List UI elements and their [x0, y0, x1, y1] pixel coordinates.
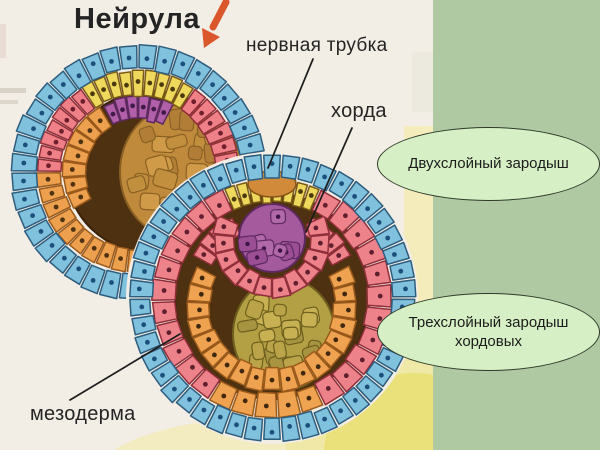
callout-two-layer-text: Двухслойный зародыш	[408, 155, 569, 173]
label-mesoderm: мезодерма	[30, 403, 136, 425]
diagram-panel: Нейрула нервная трубка хорда мезодерма	[0, 0, 433, 450]
callout-three-layer-text: Трехслойный зародыш хордовых	[408, 313, 569, 351]
figure-title: Нейрула	[74, 3, 201, 35]
label-neural-tube: нервная трубка	[246, 35, 388, 56]
label-chord: хорда	[331, 100, 387, 122]
callout-two-layer-embryo: Двухслойный зародыш	[377, 127, 600, 201]
green-panel	[433, 0, 600, 450]
callout-three-layer-embryo: Трехслойный зародыш хордовых	[377, 293, 600, 371]
embryo-figure	[0, 0, 433, 450]
